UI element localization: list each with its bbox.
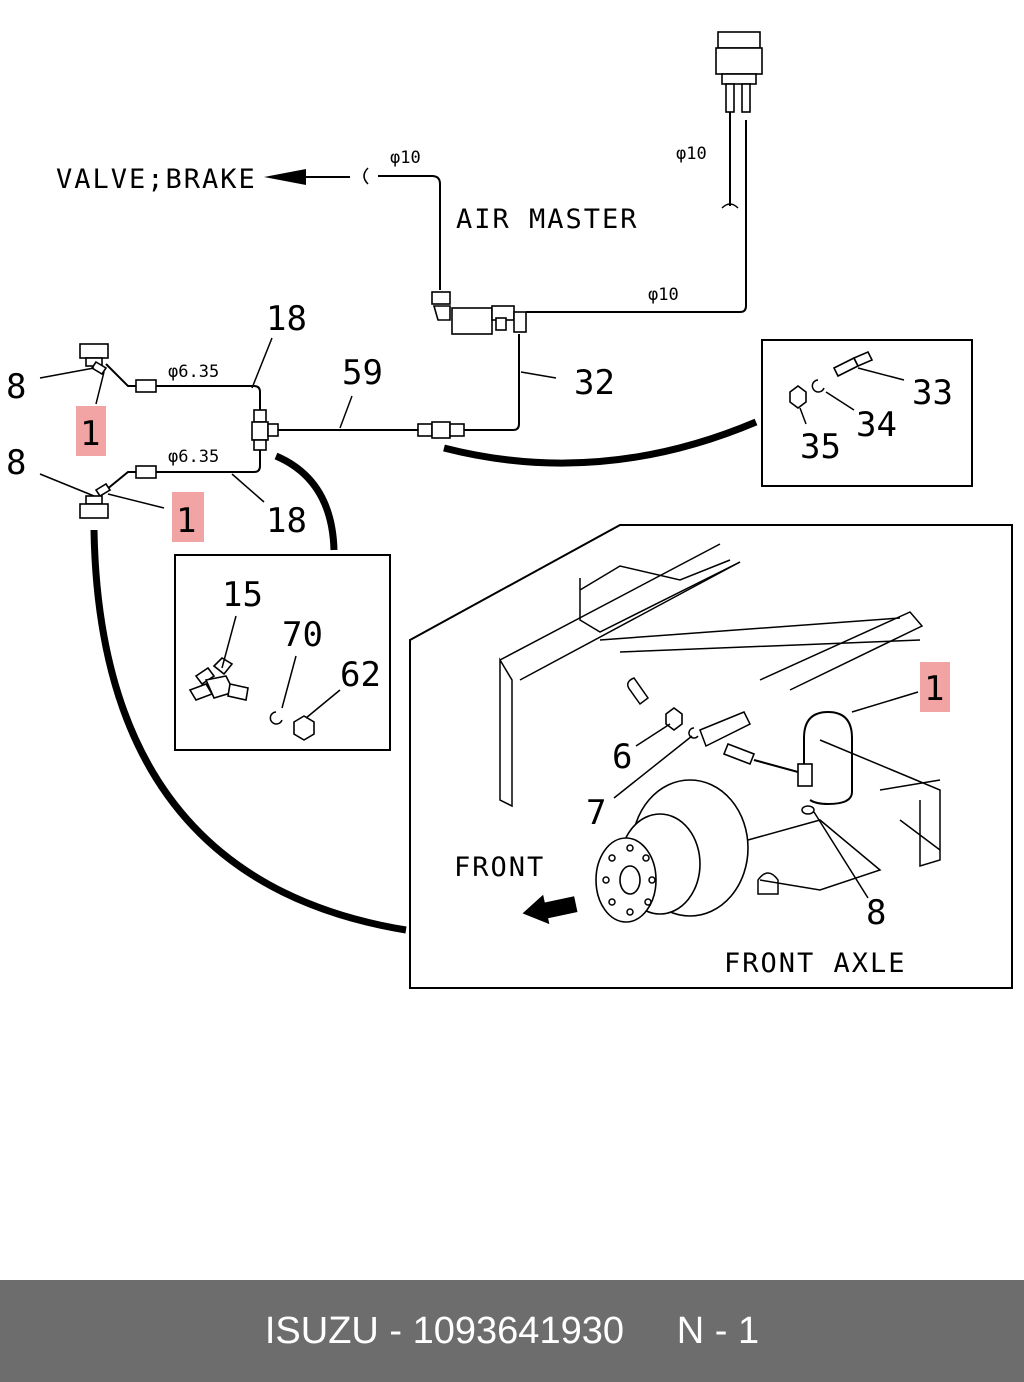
pipe-32 bbox=[462, 334, 520, 431]
axle-hub bbox=[595, 779, 882, 923]
leader-70 bbox=[281, 655, 297, 709]
arrow-left-icon bbox=[264, 169, 350, 185]
callout-62: 62 bbox=[340, 655, 381, 695]
leader-62 bbox=[305, 689, 341, 719]
footer-part-number: 1093641930 bbox=[412, 1309, 624, 1352]
leader-7 bbox=[613, 735, 693, 799]
label-air-master: AIR MASTER bbox=[456, 204, 639, 235]
nut-62 bbox=[293, 715, 315, 741]
line-to-valve bbox=[378, 175, 441, 290]
callout-18-b: 18 bbox=[266, 501, 307, 541]
callout-6: 6 bbox=[612, 737, 632, 777]
callout-59: 59 bbox=[342, 353, 383, 393]
leader-33 bbox=[857, 367, 905, 381]
curve-to-inset-33 bbox=[443, 418, 758, 467]
inset-box-tee bbox=[174, 554, 391, 751]
leader-1-c bbox=[851, 691, 919, 713]
curve-to-axle bbox=[90, 529, 407, 934]
callout-32: 32 bbox=[574, 363, 615, 403]
label-valve-brake: VALVE;BRAKE bbox=[56, 164, 257, 195]
leader-18-b bbox=[231, 473, 265, 503]
tee-fitting bbox=[251, 409, 279, 451]
callout-8-b: 8 bbox=[6, 443, 26, 483]
callout-35: 35 bbox=[800, 427, 841, 467]
callout-33: 33 bbox=[912, 373, 953, 413]
highlight-1-c bbox=[920, 662, 950, 712]
callout-15: 15 bbox=[222, 575, 263, 615]
leader-34 bbox=[825, 391, 855, 411]
inset-box-axle bbox=[409, 524, 1013, 989]
fitting-33 bbox=[832, 350, 874, 378]
inset-box-fittings bbox=[761, 339, 973, 487]
highlight-1-b bbox=[172, 492, 204, 542]
leader-15 bbox=[221, 615, 237, 669]
label-dia635-a: φ6.35 bbox=[168, 362, 219, 382]
frame-rail bbox=[499, 543, 941, 868]
connector-plug bbox=[715, 31, 763, 113]
break-mark-2 bbox=[721, 203, 739, 209]
leader-8-c bbox=[813, 811, 869, 899]
tee-15 bbox=[188, 656, 249, 701]
footer-bar: ISUZU - 1093641930 N - 1 bbox=[0, 1280, 1024, 1382]
highlight-1-a bbox=[76, 406, 106, 456]
leader-6 bbox=[635, 723, 671, 747]
leader-35 bbox=[799, 407, 807, 425]
leader-59 bbox=[339, 395, 353, 429]
clip-70 bbox=[269, 711, 283, 725]
hose-lower bbox=[79, 465, 157, 519]
hose-upper bbox=[79, 343, 157, 393]
inline-union bbox=[417, 421, 465, 439]
callout-34: 34 bbox=[856, 405, 897, 445]
label-dia10-c: φ10 bbox=[676, 144, 707, 164]
label-dia635-b: φ6.35 bbox=[168, 447, 219, 467]
leader-18-a bbox=[251, 337, 273, 389]
label-dia10-a: φ10 bbox=[390, 148, 421, 168]
label-dia10-b: φ10 bbox=[648, 285, 679, 305]
leader-32 bbox=[520, 371, 557, 379]
callout-1-c: 1 bbox=[924, 669, 944, 709]
callout-8-a: 8 bbox=[6, 367, 26, 407]
callout-70: 70 bbox=[282, 615, 323, 655]
callout-8-c: 8 bbox=[866, 893, 886, 933]
label-front-axle: FRONT AXLE bbox=[724, 948, 907, 979]
brake-hose-1 bbox=[722, 710, 853, 815]
arrow-front-icon bbox=[522, 894, 578, 925]
clip-34 bbox=[811, 379, 825, 393]
line-to-valve-top bbox=[526, 120, 747, 313]
callout-1-b: 1 bbox=[176, 501, 196, 541]
callout-1-a: 1 bbox=[80, 414, 100, 454]
parts-diagram: VALVE;BRAKE φ10 AIR MASTER φ10 φ10 32 59 bbox=[6, 31, 1013, 989]
label-front: FRONT bbox=[454, 852, 545, 883]
break-mark bbox=[363, 167, 369, 185]
callout-7: 7 bbox=[586, 793, 606, 833]
callout-18-a: 18 bbox=[266, 299, 307, 339]
footer-position: N - 1 bbox=[676, 1309, 760, 1352]
air-master-cylinder bbox=[431, 291, 527, 335]
pipe-18-lower bbox=[156, 450, 261, 473]
leader-1-a bbox=[95, 371, 105, 405]
nut-35 bbox=[789, 385, 807, 409]
leader-8-a bbox=[39, 367, 95, 379]
footer-separator: - bbox=[389, 1309, 403, 1352]
leader-1-b bbox=[107, 493, 165, 509]
curve-to-inset-15 bbox=[274, 452, 338, 551]
footer-brand: ISUZU bbox=[264, 1309, 379, 1352]
leader-8-b bbox=[39, 473, 95, 497]
pipe-18-upper bbox=[156, 385, 261, 410]
